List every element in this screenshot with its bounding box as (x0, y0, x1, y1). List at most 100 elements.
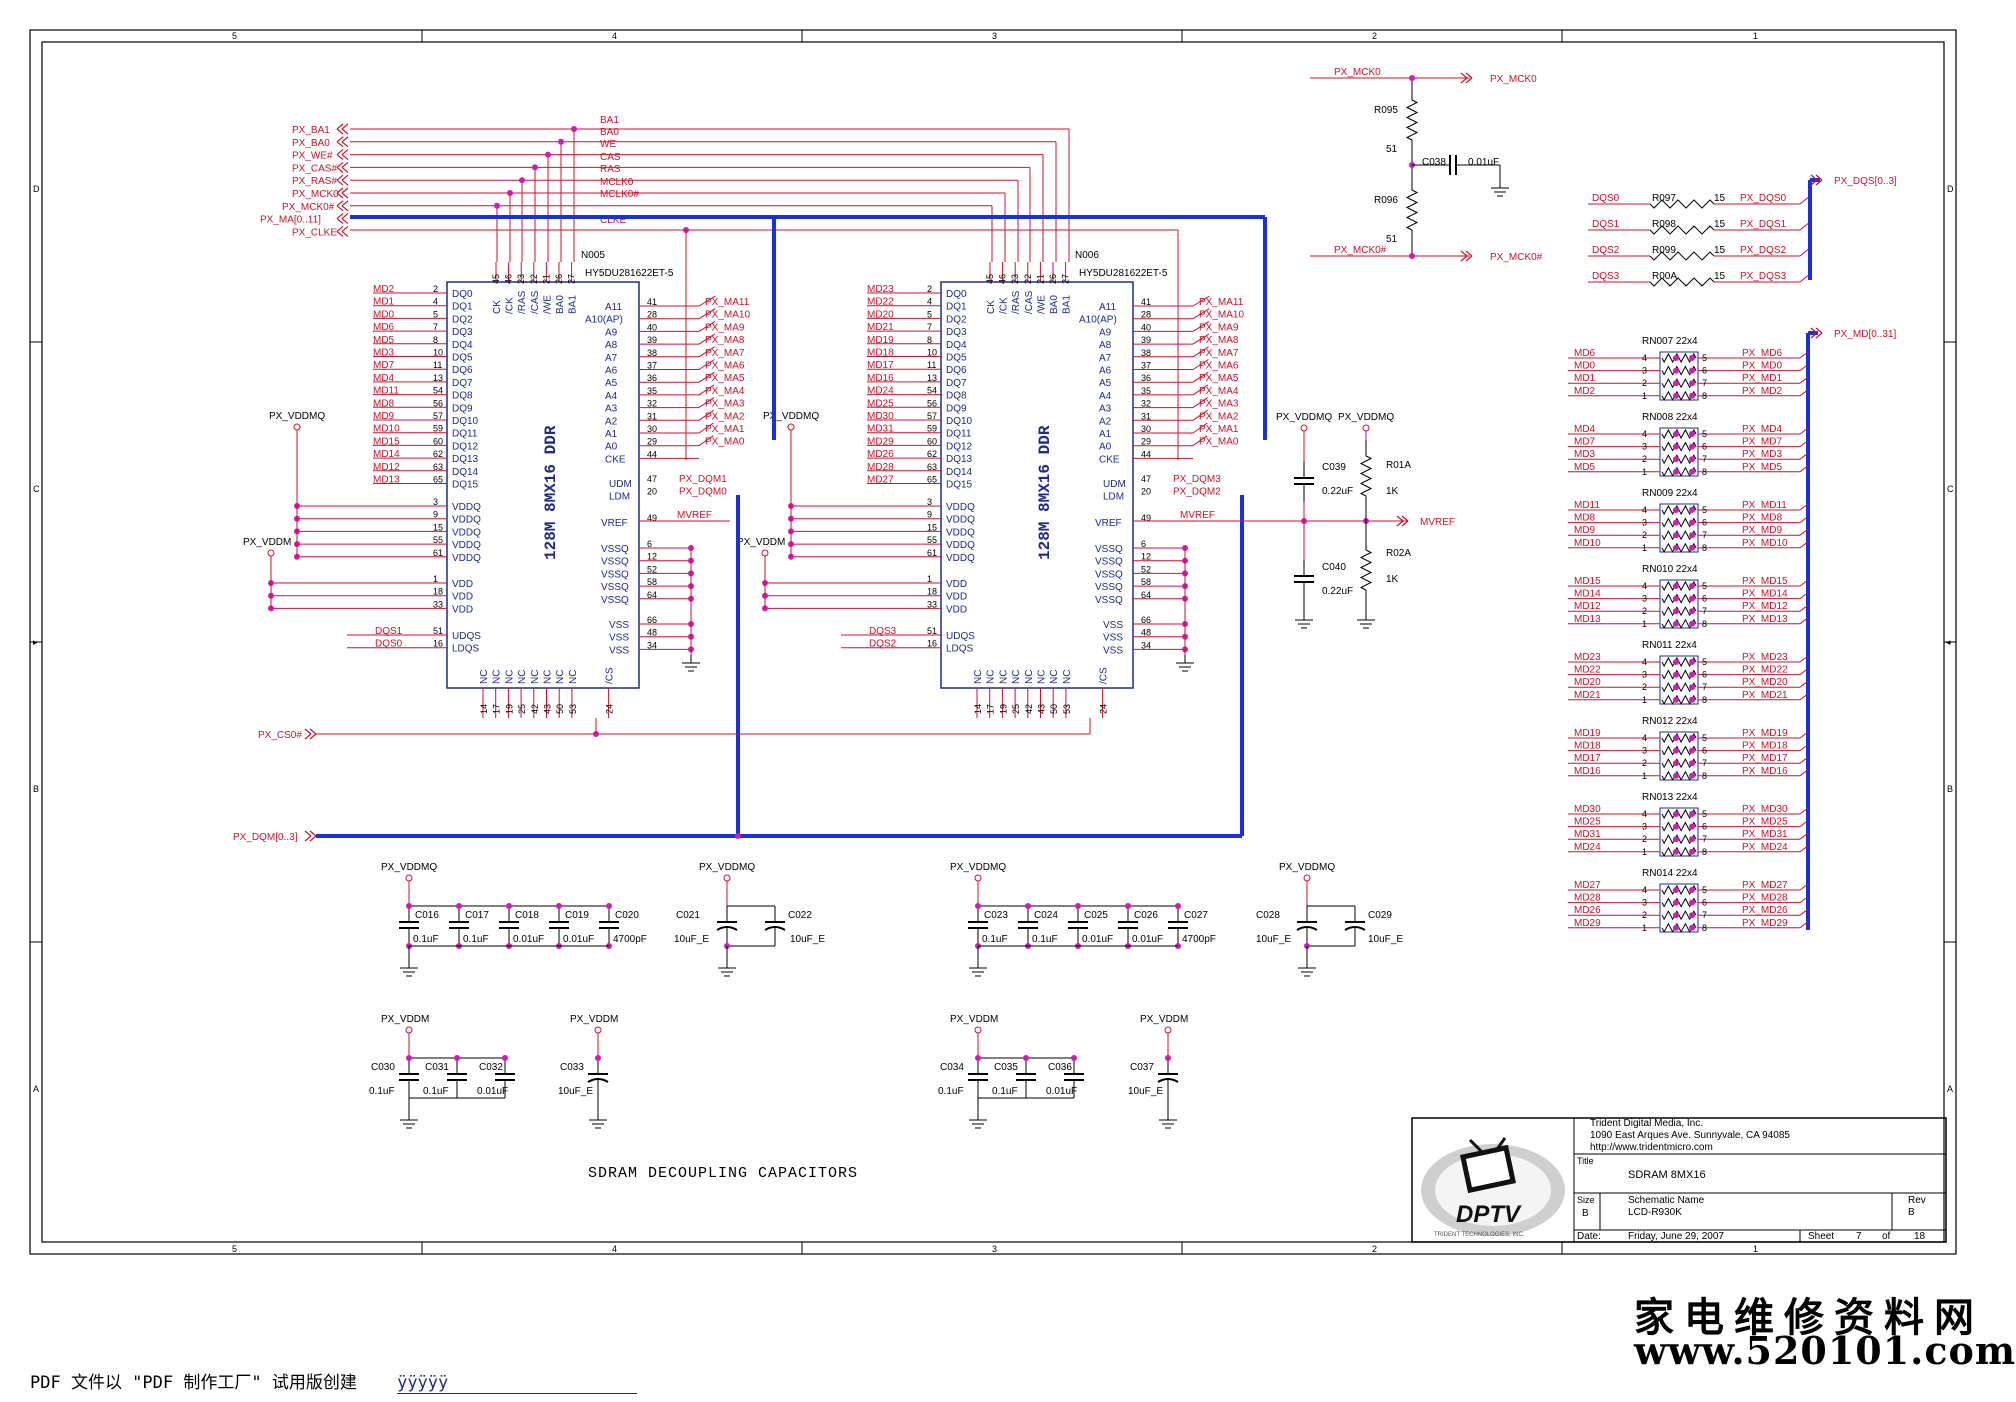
pin-number: 1 (1642, 391, 1647, 401)
port-label: MVREF (1420, 517, 1455, 528)
port-chevron (336, 123, 349, 135)
junction-dot (545, 151, 551, 158)
net-label: PX_MD24 (1742, 842, 1788, 853)
pin-number: 8 (1702, 543, 1707, 553)
pin-number: 6 (1702, 366, 1707, 376)
pin-number: 56 (433, 398, 443, 408)
port-arrow (336, 123, 349, 135)
net-label: PX_MA10 (705, 310, 750, 321)
pin-number: 31 (1141, 411, 1151, 421)
net-label: PX_DQS2 (1740, 245, 1787, 256)
pin-number: 22 (529, 274, 539, 284)
net-label: PX_MD26 (1742, 905, 1788, 916)
zone-col-bottom: 2 (1372, 1244, 1377, 1254)
port-label: PX_MCK0# (1334, 245, 1387, 256)
pin-number: 26 (554, 274, 564, 284)
pin-number: 32 (1141, 399, 1151, 409)
net-label: PX_MA5 (705, 373, 745, 384)
cap-plate-curved (716, 926, 738, 931)
wire (1799, 744, 1809, 751)
zone-col-bottom: 5 (232, 1244, 237, 1254)
net-label: MD30 (1574, 804, 1601, 815)
net-label: PX_MD31 (1742, 829, 1788, 840)
port-chevron (336, 213, 349, 225)
pin-number: 3 (433, 497, 438, 507)
pin-name: DQ13 (452, 454, 479, 465)
sheet-value: 7 (1856, 1231, 1862, 1242)
pin-number: 8 (1702, 619, 1707, 629)
net-label: MD13 (1574, 614, 1601, 625)
net-label: MD24 (1574, 842, 1601, 853)
pin-number: 65 (927, 475, 937, 485)
pin-name: LDQS (452, 644, 480, 655)
pin-name: A11 (1099, 302, 1116, 313)
pdf-footer-link[interactable]: ÿÿÿÿÿ (397, 1373, 638, 1394)
pin-number: 6 (1702, 442, 1707, 452)
wire (1799, 908, 1809, 916)
net-label: PX_DQM1 (679, 474, 727, 485)
power-symbol: PX_VDDM (381, 1014, 429, 1042)
rev-value: B (1908, 1207, 1915, 1218)
termination-networks: PX_MCK0PX_MCK0PX_MCK0#PX_MCK0#R09551R096… (1276, 67, 1897, 933)
zone-col-bottom: 4 (612, 1244, 617, 1254)
net-label: DQS2 (1592, 245, 1620, 256)
pin-number: 7 (1702, 682, 1707, 692)
net-label: PX_MD14 (1742, 589, 1788, 600)
net-label: MD18 (1574, 741, 1601, 752)
junction-dot (1689, 848, 1695, 855)
cap-value: 0.1uF (413, 934, 439, 945)
pin-number: 54 (433, 386, 443, 396)
pin-name: NC (973, 670, 984, 684)
wire (1799, 832, 1809, 840)
pin-number: 1 (1642, 771, 1647, 781)
power-symbol: PX_VDDMQ (1276, 412, 1332, 440)
pin-number: 42 (1024, 704, 1034, 714)
junction-dot (1673, 735, 1679, 741)
pin-number: 20 (1141, 487, 1151, 497)
pin-name: NC (1062, 670, 1073, 684)
pin-name: A10(AP) (1079, 315, 1117, 326)
pin-number: 5 (1702, 429, 1707, 439)
power-label: PX_VDDMQ (1338, 412, 1394, 423)
pin-number: 41 (647, 297, 657, 307)
net-label: DQS1 (1592, 219, 1620, 230)
pin-number: 49 (1141, 513, 1151, 523)
junction-dot (1075, 903, 1081, 909)
pin-number: 20 (647, 487, 657, 497)
junction-dot (595, 1055, 601, 1061)
pin-name: DQ6 (452, 365, 473, 376)
pin-number: 10 (927, 348, 937, 358)
pin-name: A2 (605, 416, 618, 427)
junction-dot (1689, 887, 1695, 893)
pin-name: NC (517, 670, 528, 684)
junction-dot (1689, 507, 1695, 513)
power-symbol: PX_VDDMQ (1338, 412, 1394, 440)
junction-dot (1673, 595, 1679, 602)
pin-number: 46 (504, 274, 514, 284)
pin-number: 2 (1642, 454, 1647, 464)
pin-number: 3 (1642, 366, 1647, 376)
pin-name: UDM (1103, 479, 1126, 490)
ground-symbol (589, 1112, 607, 1129)
wire (1799, 579, 1809, 587)
pin-number: 1 (1642, 619, 1647, 629)
port-arrow (1460, 250, 1473, 262)
cap-value: 0.01uF (513, 934, 544, 945)
pin-number: 66 (647, 615, 657, 625)
pin-number: 7 (1702, 454, 1707, 464)
pin-number: 23 (1010, 274, 1020, 284)
pin-number: 12 (1141, 552, 1151, 562)
title-label: Title (1577, 1156, 1594, 1166)
net-label: MD20 (1574, 677, 1601, 688)
junction-dot (494, 202, 500, 209)
net-label: MD14 (1574, 589, 1601, 600)
net-label: PX_MD1 (1742, 373, 1782, 384)
cap-value: 0.22uF (1322, 586, 1353, 597)
pin-name: DQ13 (946, 454, 973, 465)
pin-number: 33 (433, 599, 443, 609)
pin-name: A3 (1099, 404, 1112, 415)
bus-label: BA1 (600, 115, 619, 126)
junction-dot (1673, 456, 1679, 463)
